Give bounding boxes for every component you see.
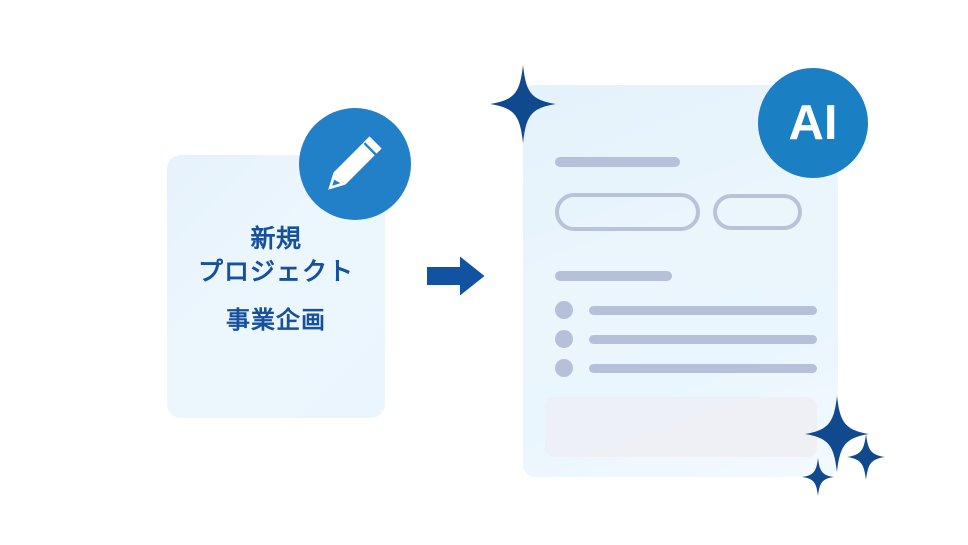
- arrow-right-icon: [427, 256, 485, 296]
- ai-badge[interactable]: AI: [758, 68, 868, 178]
- card-line-1: 新規: [250, 225, 302, 253]
- doc-bullet-line: [589, 335, 817, 344]
- pencil-icon: [328, 136, 382, 190]
- doc-pill-narrow[interactable]: [713, 194, 802, 230]
- doc-bullet-dot: [555, 359, 573, 377]
- doc-footer-block: [545, 397, 817, 457]
- sparkle-bottom-medium: [847, 434, 885, 480]
- card-line-3: 事業企画: [226, 307, 326, 334]
- doc-pill-wide[interactable]: [555, 193, 700, 231]
- ai-badge-label: AI: [788, 95, 838, 150]
- pencil-badge[interactable]: [299, 108, 411, 220]
- new-project-card-text: 新規 プロジェクト 事業企画: [167, 223, 385, 336]
- doc-bullet-dot: [555, 301, 573, 319]
- doc-bullet-line: [589, 306, 817, 315]
- sparkle-bottom-small: [802, 458, 834, 496]
- doc-bullet-dot: [555, 330, 573, 348]
- doc-bullet-line: [589, 364, 817, 373]
- card-line-2: プロジェクト: [197, 257, 354, 286]
- sparkle-top-left: [490, 65, 556, 143]
- doc-title-bar: [555, 157, 680, 167]
- doc-section-bar: [555, 271, 672, 281]
- sparkle-bottom-large: [805, 396, 869, 472]
- ai-generated-document[interactable]: [523, 85, 838, 477]
